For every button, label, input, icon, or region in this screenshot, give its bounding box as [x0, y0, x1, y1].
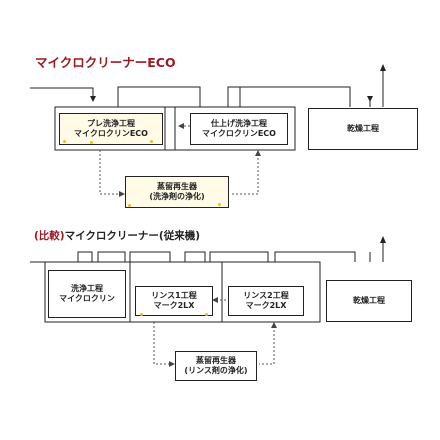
compare-rinse1-box: リンス1工程 マーク2LX	[135, 286, 213, 316]
eco-dry-label: 乾燥工程	[347, 124, 379, 133]
dot-decoration	[90, 141, 93, 144]
compare-title: (比較)マイクロクリーナー(従来機)	[34, 228, 200, 243]
eco-finishwash-label: 仕上げ洗浄工程	[211, 119, 267, 128]
compare-rinse2-agent: マーク2LX	[245, 301, 287, 310]
compare-regen-note: (リンス剤の浄化)	[184, 366, 248, 375]
compare-rinse2-box: リンス2工程 マーク2LX	[228, 286, 304, 316]
compare-rinse1-label: リンス1工程	[151, 291, 197, 300]
eco-title: マイクロクリーナーECO	[35, 55, 176, 70]
eco-prewash-agent: マイクロクリンECO	[74, 129, 148, 138]
dot-decoration	[140, 313, 143, 316]
eco-dry-box: 乾燥工程	[308, 108, 418, 150]
compare-title-text: マイクロクリーナー(従来機)	[64, 230, 200, 242]
dot-decoration	[63, 140, 66, 143]
dot-decoration	[150, 140, 153, 143]
dot-decoration	[218, 203, 221, 206]
eco-regen-label: 蒸留再生器	[157, 182, 197, 191]
compare-wash-label: 洗浄工程	[71, 284, 103, 293]
eco-finishwash-agent: マイクロクリンECO	[202, 129, 276, 138]
compare-dry-label: 乾燥工程	[353, 296, 385, 305]
compare-regen-label: 蒸留再生器	[196, 356, 236, 365]
compare-rinse1-agent: マーク2LX	[153, 301, 195, 310]
eco-finishwash-box: 仕上げ洗浄工程 マイクロクリンECO	[190, 113, 288, 145]
compare-dry-box: 乾燥工程	[326, 280, 412, 322]
dot-decoration	[205, 313, 208, 316]
compare-regen-box: 蒸留再生器 (リンス剤の浄化)	[175, 351, 257, 381]
dot-decoration	[128, 204, 131, 207]
eco-regen-note: (洗浄剤の浄化)	[149, 192, 205, 201]
compare-rinse2-label: リンス2工程	[243, 291, 289, 300]
eco-prewash-box: プレ洗浄工程 マイクロクリンECO	[59, 113, 163, 145]
eco-regen-box: 蒸留再生器 (洗浄剤の浄化)	[125, 176, 229, 208]
eco-prewash-label: プレ洗浄工程	[87, 119, 135, 128]
compare-wash-box: 洗浄工程 マイクロクリン	[48, 270, 126, 318]
compare-wash-agent: マイクロクリン	[59, 294, 115, 303]
compare-tag: (比較)	[34, 230, 65, 242]
